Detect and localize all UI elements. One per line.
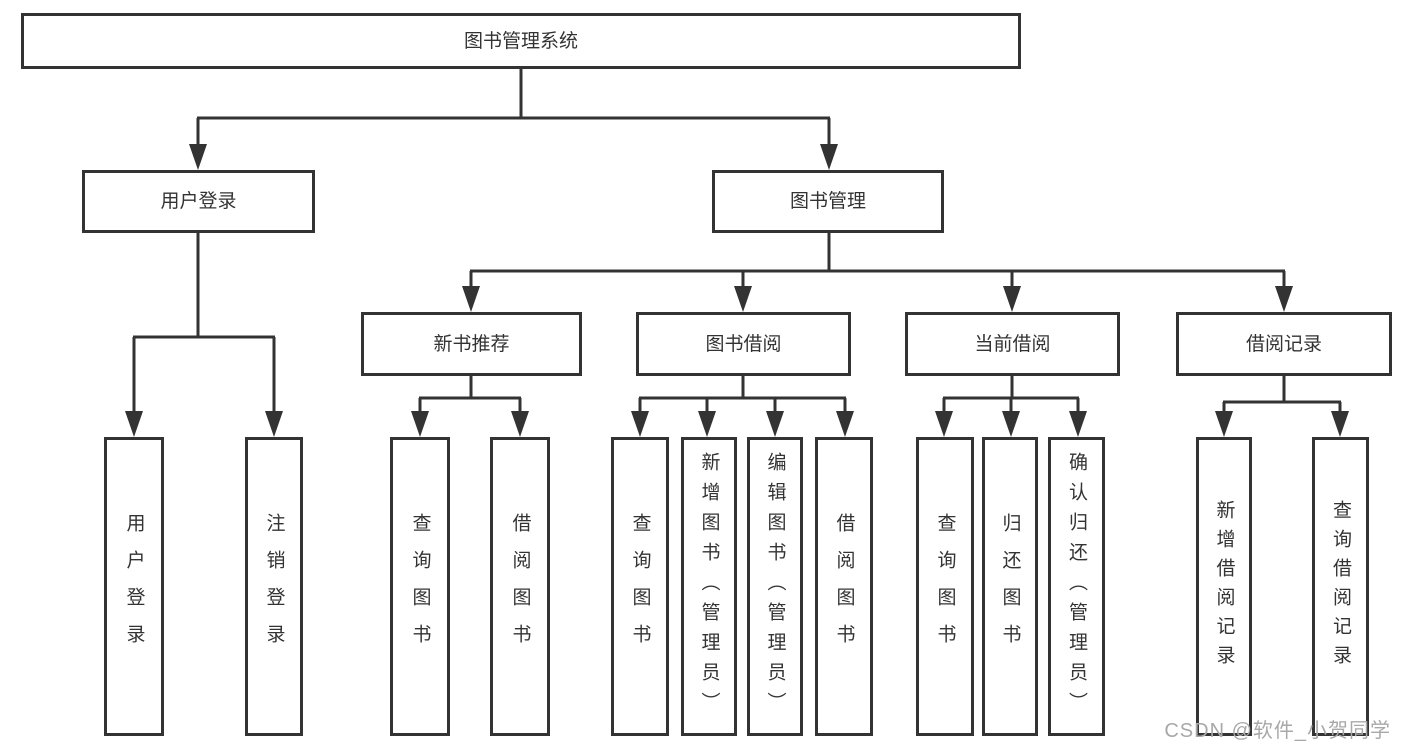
node-user-login: 用户登录 bbox=[82, 170, 315, 233]
leaf-borrow-books-recommend: 借阅图书 bbox=[490, 437, 550, 736]
node-new-book-recommend: 新书推荐 bbox=[361, 312, 582, 376]
node-current-borrow: 当前借阅 bbox=[905, 312, 1120, 376]
node-root: 图书管理系统 bbox=[21, 13, 1021, 69]
leaf-query-books-current: 查询图书 bbox=[916, 437, 974, 736]
watermark: CSDN @软件_小贺同学 bbox=[1164, 720, 1391, 742]
leaf-borrow-books: 借阅图书 bbox=[815, 437, 873, 736]
leaf-logout: 注销登录 bbox=[245, 437, 303, 736]
leaf-user-login: 用户登录 bbox=[104, 437, 164, 736]
leaf-return-book: 归还图书 bbox=[982, 437, 1038, 736]
leaf-add-borrow-record: 新增借阅记录 bbox=[1196, 437, 1252, 736]
node-book-borrow: 图书借阅 bbox=[636, 312, 851, 376]
node-borrow-records: 借阅记录 bbox=[1176, 312, 1392, 376]
leaf-edit-book-admin: 编辑图书（管理员） bbox=[747, 437, 803, 736]
leaf-confirm-return-admin: 确认归还（管理员） bbox=[1048, 437, 1105, 736]
leaf-add-book-admin: 新增图书（管理员） bbox=[681, 437, 737, 736]
leaf-query-books-borrow: 查询图书 bbox=[611, 437, 669, 736]
leaf-query-books-recommend: 查询图书 bbox=[390, 437, 450, 736]
node-book-management: 图书管理 bbox=[712, 170, 944, 233]
leaf-query-borrow-record: 查询借阅记录 bbox=[1312, 437, 1369, 736]
